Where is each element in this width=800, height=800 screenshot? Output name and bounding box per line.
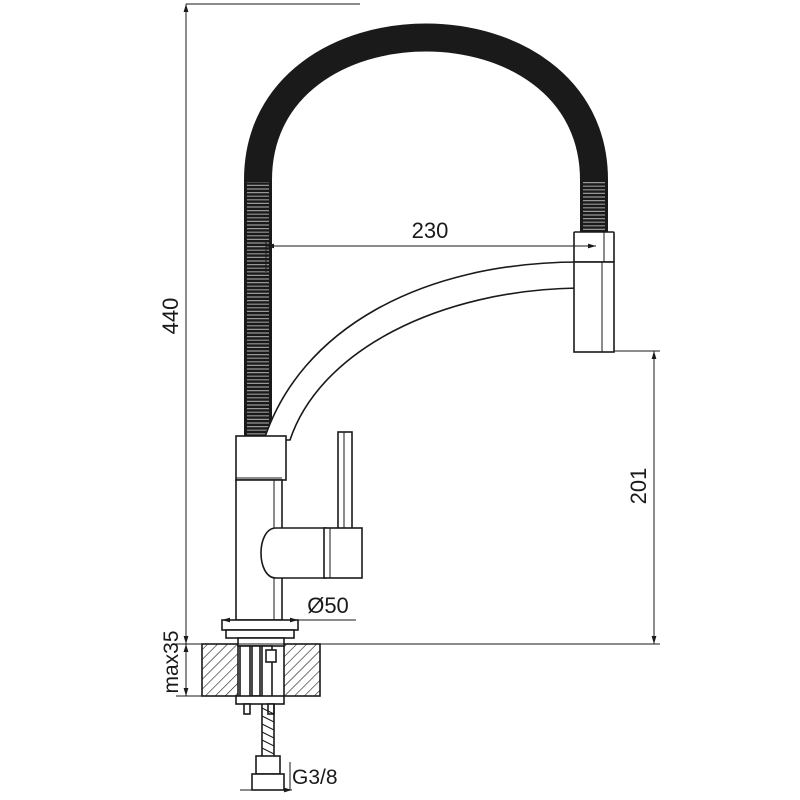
dimension-deck-thickness: max35 xyxy=(160,630,236,697)
dimension-base-diameter: Ø50 xyxy=(222,593,356,623)
dimension-total-height: 440 xyxy=(158,3,660,645)
dimension-label-o50: Ø50 xyxy=(307,593,349,618)
mounting-hardware xyxy=(235,637,285,715)
flexible-hose xyxy=(244,23,608,440)
spray-head xyxy=(573,231,615,353)
dimension-label-g38: G3/8 xyxy=(292,766,338,789)
dimension-label-201: 201 xyxy=(626,468,651,505)
connection-hose xyxy=(251,704,285,791)
countertop-section xyxy=(201,643,321,697)
dimension-spout-height: 201 xyxy=(614,350,660,644)
dimension-label-230: 230 xyxy=(412,218,449,243)
dimension-label-max35: max35 xyxy=(160,630,183,693)
lever-handle xyxy=(260,431,363,579)
dimension-thread: G3/8 xyxy=(240,762,338,793)
base-flange xyxy=(221,619,299,639)
dimension-label-440: 440 xyxy=(158,298,183,335)
dimension-reach: 230 xyxy=(265,218,596,272)
spout-arm xyxy=(262,261,607,441)
